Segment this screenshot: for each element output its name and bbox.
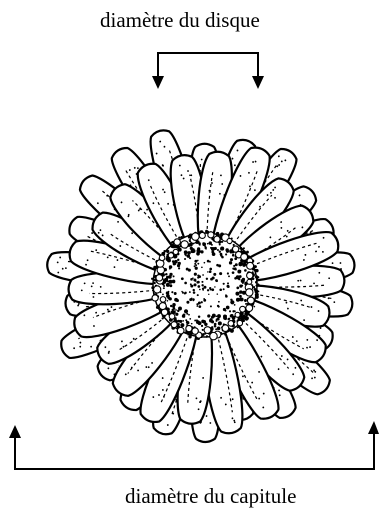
head-diameter-label: diamètre du capitule [125, 486, 296, 507]
head-bracket-line [15, 433, 374, 469]
head-arrow-right [368, 421, 379, 434]
disc-bracket-line [158, 53, 258, 77]
disc-arrow-left [152, 76, 164, 89]
disc-diameter-label: diamètre du disque [100, 10, 260, 31]
disc-diameter-bracket [158, 53, 258, 77]
head-diameter-bracket [15, 433, 374, 469]
disc-arrow-right [252, 76, 264, 89]
head-arrow-left [9, 425, 21, 438]
